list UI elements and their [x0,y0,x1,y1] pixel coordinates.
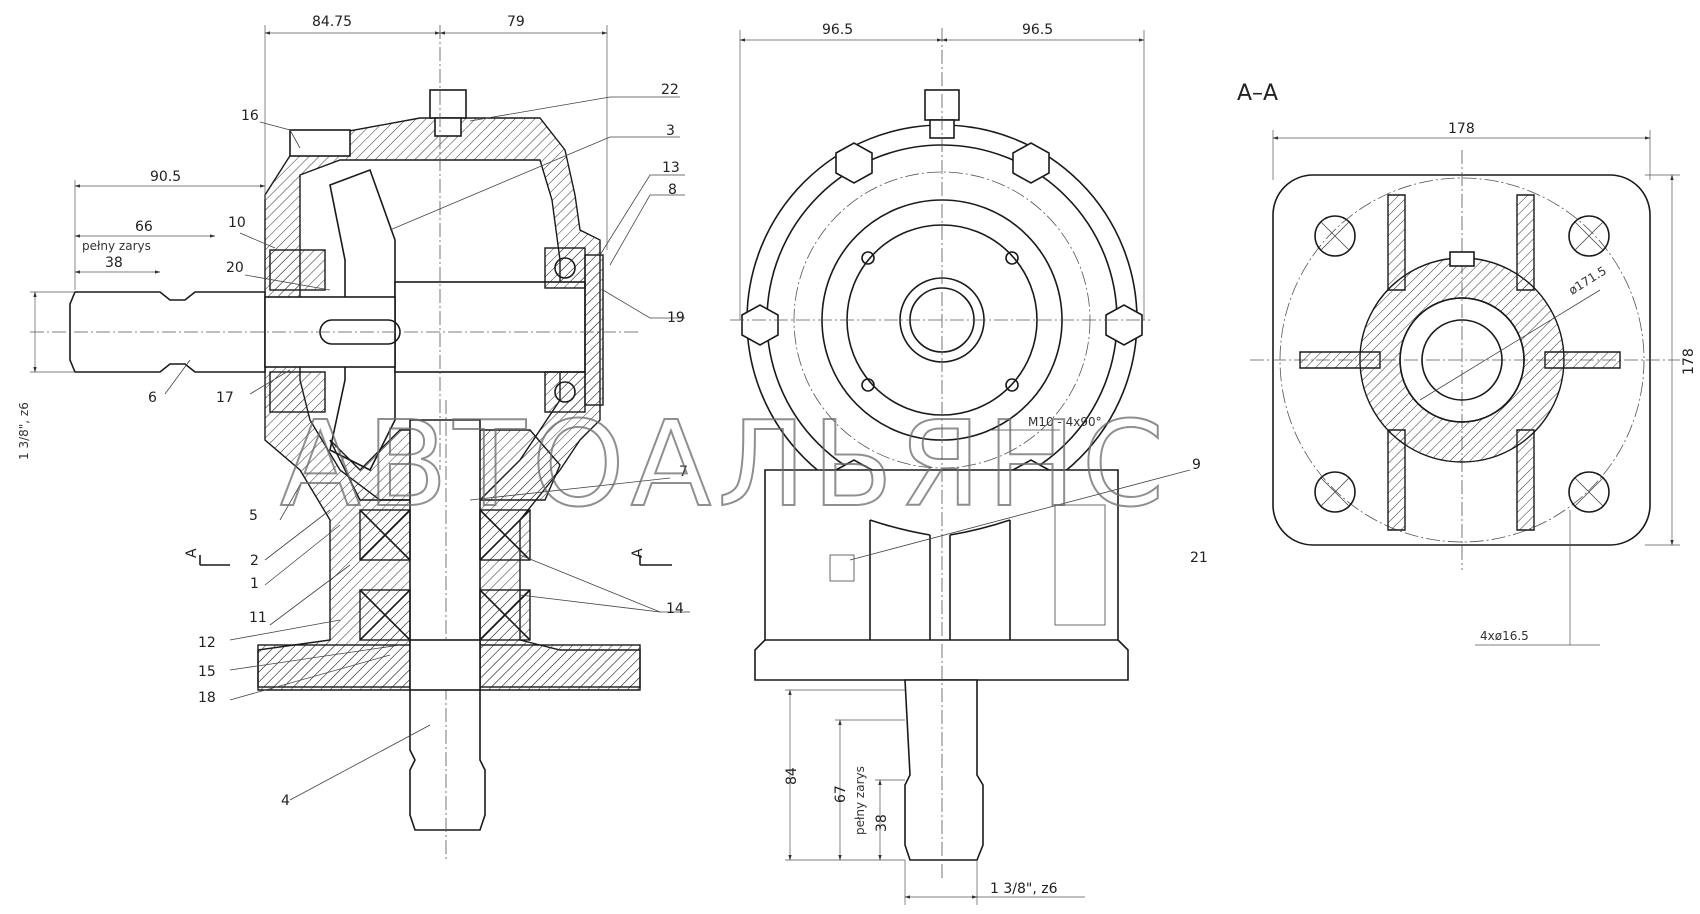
watermark: АВТОАЛЬЯНС [280,395,1170,533]
callout-4: 4 [281,793,290,809]
side-dimensions [30,25,608,373]
section-mark-left [199,555,230,566]
callout-8: 8 [668,182,677,198]
section-aa-view [1250,150,1680,570]
callout-22: 22 [661,82,679,98]
callout-19: 19 [667,310,685,326]
dim-67: 67 [833,785,849,803]
callout-21: 21 [1190,550,1208,566]
dim-84: 84 [784,767,800,785]
callout-11: 11 [249,610,267,626]
section-label-right: A [630,548,646,558]
dim-aa-holes: 4xø16.5 [1480,629,1529,643]
callout-leaders [164,96,690,801]
callout-15: 15 [198,664,216,680]
dim-pelny-zarys-front: pełny zarys [853,766,867,835]
callout-9: 9 [1192,457,1201,473]
callout-20: 20 [226,260,244,276]
aa-mount-holes [1314,215,1610,513]
callout-18: 18 [198,690,216,706]
plug-16 [289,129,351,157]
dim-front-left: 96.5 [822,22,853,38]
bearing-bottom [544,371,586,413]
dim-spline-front: 1 3/8", z6 [990,881,1058,897]
front-view [730,28,1191,880]
callout-7: 7 [679,464,688,480]
callout-16: 16 [241,108,259,124]
front-dimensions [739,30,1145,905]
dim-front-right: 96.5 [1022,22,1053,38]
dim-aa-height: 178 [1681,348,1697,375]
callout-5: 5 [249,508,258,524]
callout-6: 6 [148,390,157,406]
taper-bearing-top [269,249,326,291]
bearing-top [544,247,586,289]
front-lower-body [754,469,1129,681]
section-label-left: A [184,548,200,558]
front-output-shaft [904,679,984,861]
dim-top-left: 84.75 [312,14,352,30]
callout-3: 3 [666,123,675,139]
output-shaft [409,419,486,831]
vent-plug [429,89,467,119]
cover-plate [584,254,604,406]
dim-90-5: 90.5 [150,169,181,185]
dim-38-front: 38 [874,814,890,832]
section-title: A–A [1237,81,1278,106]
callout-17: 17 [216,390,234,406]
dim-38-side: 38 [105,255,123,271]
callout-2: 2 [250,553,259,569]
dim-spline-side: 1 3/8", z6 [17,402,31,460]
callout-1: 1 [250,576,259,592]
section-mark-right [639,555,672,566]
callout-10: 10 [228,215,246,231]
input-shaft-body [394,281,586,373]
callout-12: 12 [198,635,216,651]
taper-bearing-bottom [269,371,326,413]
side-section-view [30,25,641,860]
dim-pelny-zarys-side: pełny zarys [82,239,151,253]
callout-14: 14 [666,601,684,617]
bolt-spec-label: M10 - 4x90° [1028,415,1102,429]
callout-13: 13 [662,160,680,176]
aa-dimensions [1272,130,1680,646]
dim-top-right: 79 [507,14,525,30]
dim-66: 66 [135,219,153,235]
dim-aa-width: 178 [1448,121,1475,137]
